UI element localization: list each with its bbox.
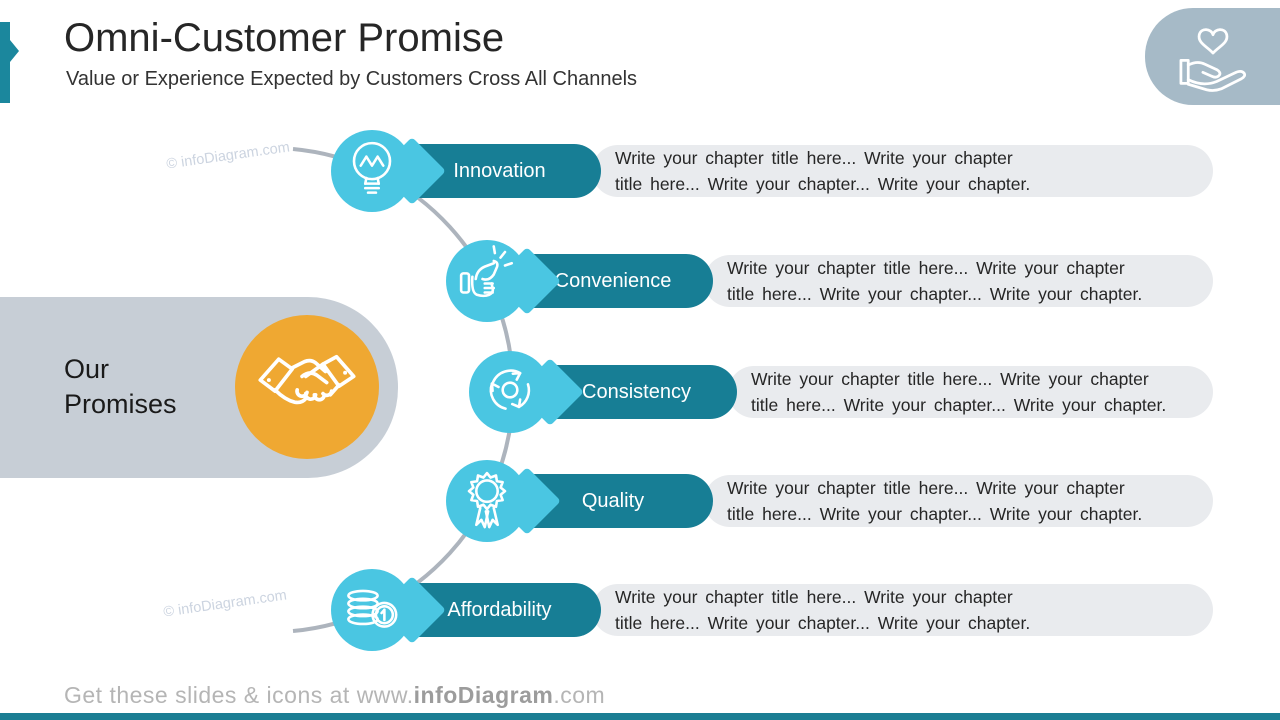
coins-icon bbox=[336, 572, 408, 649]
our-promises-label: Our Promises bbox=[64, 354, 177, 419]
page-title: Omni-Customer Promise bbox=[64, 16, 505, 60]
lightbulb-icon bbox=[336, 133, 408, 210]
award-rosette-icon bbox=[451, 463, 523, 540]
cycle-arrows-icon bbox=[474, 354, 546, 431]
hand-holding-heart-icon bbox=[1163, 10, 1263, 103]
promise-icon-circle bbox=[446, 240, 528, 322]
accent-edge-arrow bbox=[10, 40, 19, 62]
promise-description: Write your chapter title here... Write y… bbox=[592, 145, 1213, 197]
brand-name: infoDiagram bbox=[413, 682, 554, 708]
corner-badge bbox=[1145, 8, 1280, 105]
promise-description: Write your chapter title here... Write y… bbox=[728, 366, 1213, 418]
finger-snap-icon bbox=[451, 243, 523, 320]
promise-icon-circle bbox=[331, 569, 413, 651]
bottom-accent-bar bbox=[0, 713, 1280, 720]
promise-description: Write your chapter title here... Write y… bbox=[704, 255, 1213, 307]
promise-description: Write your chapter title here... Write y… bbox=[592, 584, 1213, 636]
page-subtitle: Value or Experience Expected by Customer… bbox=[66, 68, 638, 90]
handshake-icon bbox=[248, 326, 366, 449]
promise-pill: Affordability bbox=[398, 583, 601, 637]
handshake-badge bbox=[235, 315, 379, 459]
promise-pill: Innovation bbox=[398, 144, 601, 198]
promise-icon-circle bbox=[469, 351, 551, 433]
promise-description: Write your chapter title here... Write y… bbox=[704, 475, 1213, 527]
promise-icon-circle bbox=[446, 460, 528, 542]
promise-icon-circle bbox=[331, 130, 413, 212]
accent-edge-bar bbox=[0, 22, 10, 103]
footer-credit: Get these slides & icons at www.infoDiag… bbox=[64, 682, 606, 708]
